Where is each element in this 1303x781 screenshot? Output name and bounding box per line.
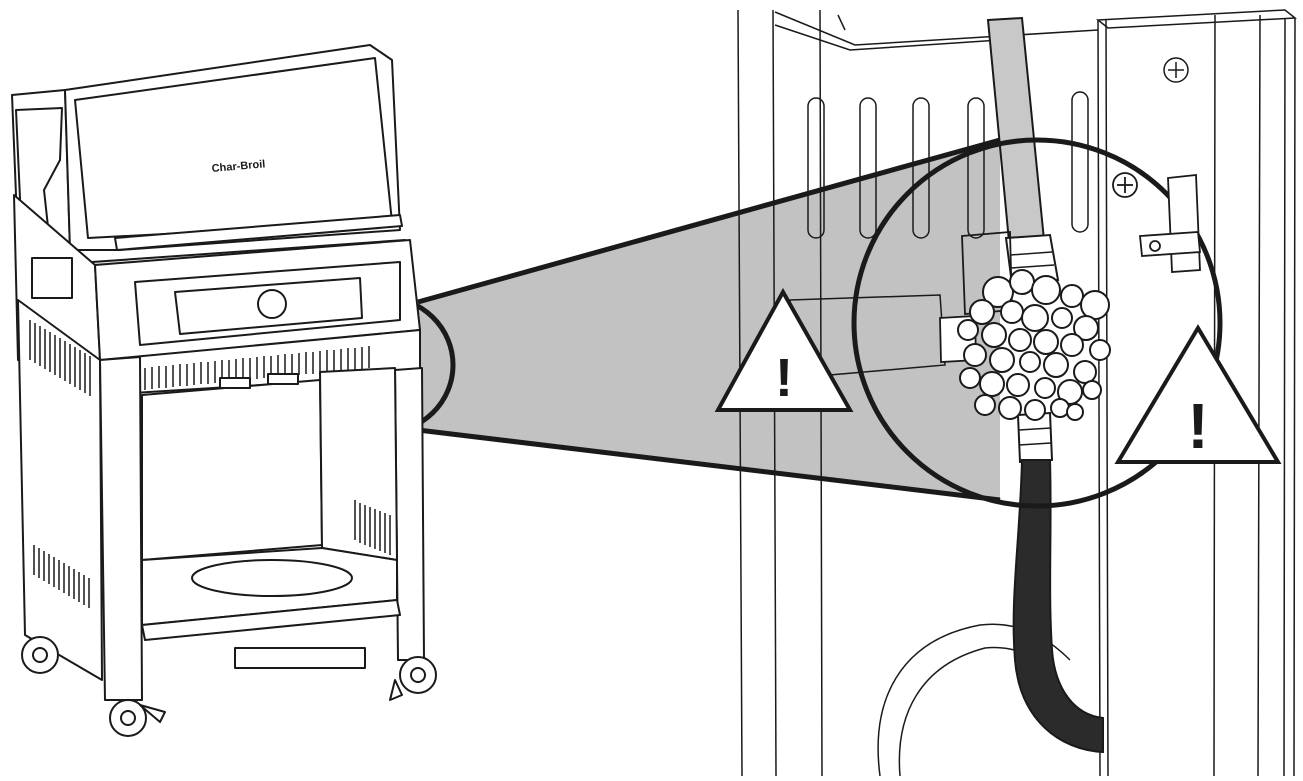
warning-triangle-icon: ! [1114, 324, 1282, 464]
brand-logo: Char-Broil [211, 158, 266, 175]
detail-circle [851, 137, 1223, 509]
valve-bracket [939, 172, 1201, 363]
warning-symbol-right: ! [1187, 390, 1208, 462]
gas-hose-icon [986, 16, 1104, 754]
leak-bubbles-icon [957, 269, 1111, 421]
grill-icon: Char-Broil [11, 44, 437, 737]
warning-symbol-left: ! [775, 348, 793, 408]
caster-wheels [21, 636, 437, 737]
warning-triangle-icon: ! [714, 287, 854, 412]
